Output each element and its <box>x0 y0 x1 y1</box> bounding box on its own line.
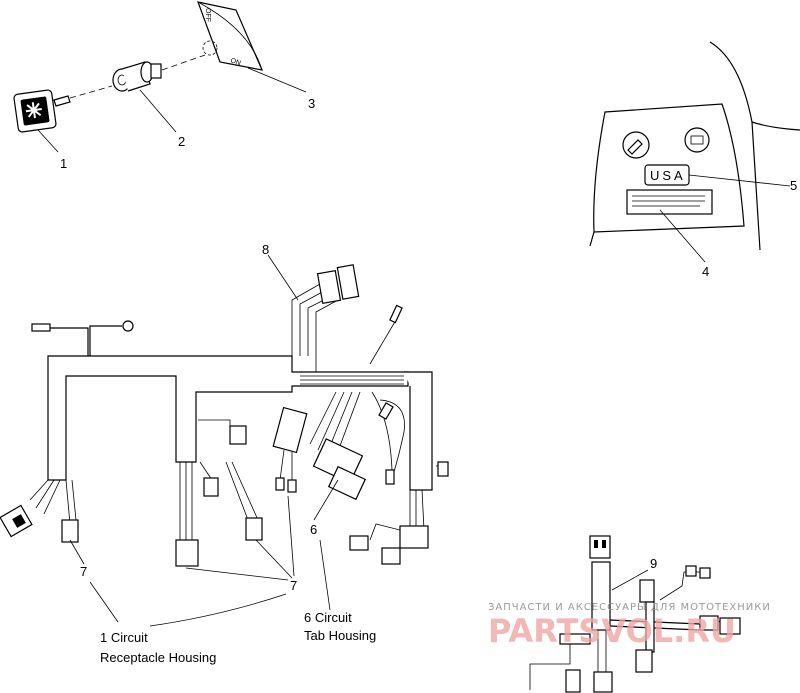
console-panel: USA <box>589 41 800 251</box>
receptacle-housing-line2: Receptacle Housing <box>100 650 216 665</box>
callout-9: 9 <box>650 556 657 571</box>
callout-6: 6 <box>310 522 317 537</box>
watermark-text: ЗАПЧАСТИ И АКСЕССУАРЫ ДЛЯ МОТОТЕХНИКИ <box>488 602 771 613</box>
watermark-logo: PARTSVOL.RU <box>488 612 736 650</box>
ignition-key <box>13 89 71 133</box>
receptacle-housing-line1: 1 Circuit <box>100 630 148 645</box>
callout-2: 2 <box>178 134 185 149</box>
callout-8: 8 <box>262 242 269 257</box>
tab-housing-line2: Tab Housing <box>304 628 376 643</box>
callout-7-left: 7 <box>80 564 87 579</box>
auxiliary-harness <box>529 535 741 693</box>
main-wiring-harness <box>0 264 449 567</box>
callout-3: 3 <box>308 96 315 111</box>
switch-plate: OFF ON <box>197 1 264 71</box>
callout-7-right: 7 <box>290 578 297 593</box>
off-label: OFF <box>204 8 211 22</box>
tab-housing-line1: 6 Circuit <box>304 610 352 625</box>
usa-label: USA <box>650 168 686 183</box>
callout-4: 4 <box>702 264 709 279</box>
callout-1: 1 <box>60 156 67 171</box>
ignition-switch <box>112 61 162 92</box>
callout-5: 5 <box>790 178 797 193</box>
warning-decal <box>626 189 713 215</box>
on-label: ON <box>229 57 241 67</box>
